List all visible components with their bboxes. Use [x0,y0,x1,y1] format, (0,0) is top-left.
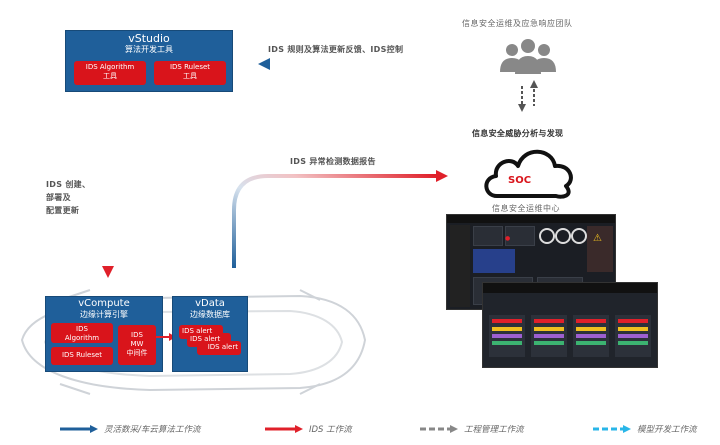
dashboard-alert-count: ● [505,235,511,242]
legend-lines [60,425,631,433]
detail-card-1 [489,315,525,357]
soc-detail-screen [482,282,658,368]
left-arrow-label-line-1: IDS 创建、 [46,180,91,189]
detail-card-4 [615,315,651,357]
left-arrow-label-line-3: 配置更新 [46,206,80,215]
analysis-label: 信息安全威胁分析与发现 [472,129,564,138]
dashboard-tile [505,226,535,246]
vstudio-subtitle: 算法开发工具 [125,45,173,54]
legend-flexible-data: 灵活数采/车云算法工作流 [104,425,201,435]
team-label: 信息安全运维及应急响应团队 [462,19,573,28]
gauge-icon [555,228,571,244]
dashboard-tile [473,226,503,246]
cloud-icon [484,149,573,199]
ids-ruleset-module: IDS Ruleset [51,347,113,365]
ids-mw-module: IDS MW 中间件 [118,325,156,365]
dashboard-topbar [447,215,615,223]
vstudio-title: vStudio [128,32,170,45]
users-icon [500,39,556,74]
vcompute-title: vCompute [78,298,130,309]
legend-ids: IDS 工作流 [309,425,352,435]
vstudio-box: vStudio 算法开发工具 IDS Algorithm 工具 IDS Rule… [65,30,233,92]
middle-arrow [232,174,436,268]
vcompute-subtitle: 边缘计算引擎 [80,310,128,319]
left-arrow-label-line-2: 部署及 [46,193,71,202]
vdata-title: vData [195,298,225,309]
detail-card-3 [573,315,609,357]
team-exchange-arrows [521,84,535,108]
ids-algorithm-tool: IDS Algorithm 工具 [74,61,146,85]
detail-card-2 [531,315,567,357]
dashboard-sidebar [450,225,470,307]
top-arrow-label: IDS 规则及算法更新反馈、IDS控制 [268,45,404,54]
ids-algorithm-module: IDS Algorithm [51,323,113,343]
soc-label: SOC [508,175,532,186]
warning-icon: ⚠ [593,233,602,244]
vdata-box: vData 边缘数据库 IDS alert IDS alert IDS aler… [172,296,248,372]
dashboard-map [473,249,515,273]
gauge-icon [571,228,587,244]
detail-topbar [483,283,657,293]
soc-center-label: 信息安全运维中心 [492,204,560,213]
gauge-icon [539,228,555,244]
left-arrow-label: IDS 创建、 部署及 配置更新 [46,178,90,217]
legend-model-dev: 模型开发工作流 [637,425,697,435]
vcompute-box: vCompute 边缘计算引擎 IDS Algorithm IDS Rulese… [45,296,163,372]
ids-alert-3: IDS alert [197,341,241,355]
middle-arrow-label: IDS 异常检测数据报告 [290,157,376,166]
legend-engineering: 工程管理工作流 [464,425,524,435]
ids-ruleset-tool: IDS Ruleset 工具 [154,61,226,85]
dashboard-chart [587,226,613,272]
vdata-subtitle: 边缘数据库 [190,310,230,319]
